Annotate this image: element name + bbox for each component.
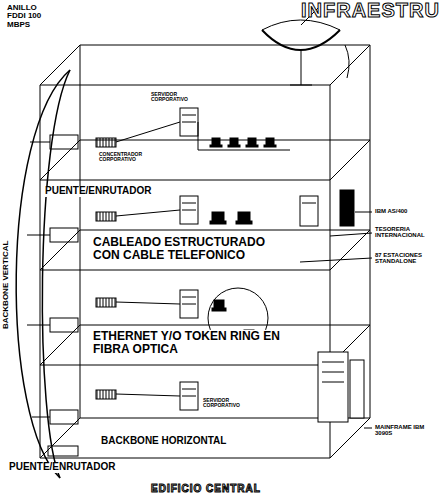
label-text: ETHERNET Y/O TOKEN RING EN FIBRA OPTICA bbox=[92, 330, 294, 355]
label-text: MAINFRAME IBM 3090S bbox=[374, 424, 436, 437]
label-text: 87 ESTACIONES STANDALONE bbox=[374, 252, 436, 265]
label-text: PUENTE/ENRUTADOR bbox=[44, 186, 152, 197]
label-text: ANILLO FDDI 100 MBPS bbox=[6, 4, 52, 29]
mainframe bbox=[318, 352, 364, 422]
label-text: CABLEADO ESTRUCTURADO CON CABLE TELEFONI… bbox=[92, 236, 294, 261]
backbone-link bbox=[27, 142, 50, 417]
diagram-caption: EDIFICIO CENTRAL bbox=[150, 484, 262, 495]
building-frame bbox=[40, 45, 370, 458]
label-text: BACKBONE HORIZONTAL bbox=[100, 436, 227, 447]
leader-line bbox=[300, 212, 372, 428]
label-text: IBM AS/400 bbox=[374, 208, 408, 214]
diagram-title: INFRAESTRU bbox=[300, 0, 441, 21]
label-text: PUENTE/ENRUTADOR bbox=[8, 462, 116, 473]
bridge-router bbox=[48, 135, 78, 456]
label-text: CONCENTRADOR CORPORATIVO bbox=[98, 152, 146, 163]
fddi-ring bbox=[16, 70, 70, 478]
label-text: BACKBONE VERTICAL bbox=[2, 240, 10, 330]
label-text: TESORERIA INTERNACIONAL bbox=[374, 226, 436, 239]
label-text: SERVIDOR CORPORATIVO bbox=[150, 92, 194, 103]
as400-tower bbox=[300, 190, 354, 226]
concentrator bbox=[96, 138, 116, 399]
label-text: SERVIDOR CORPORATIVO bbox=[202, 398, 254, 409]
